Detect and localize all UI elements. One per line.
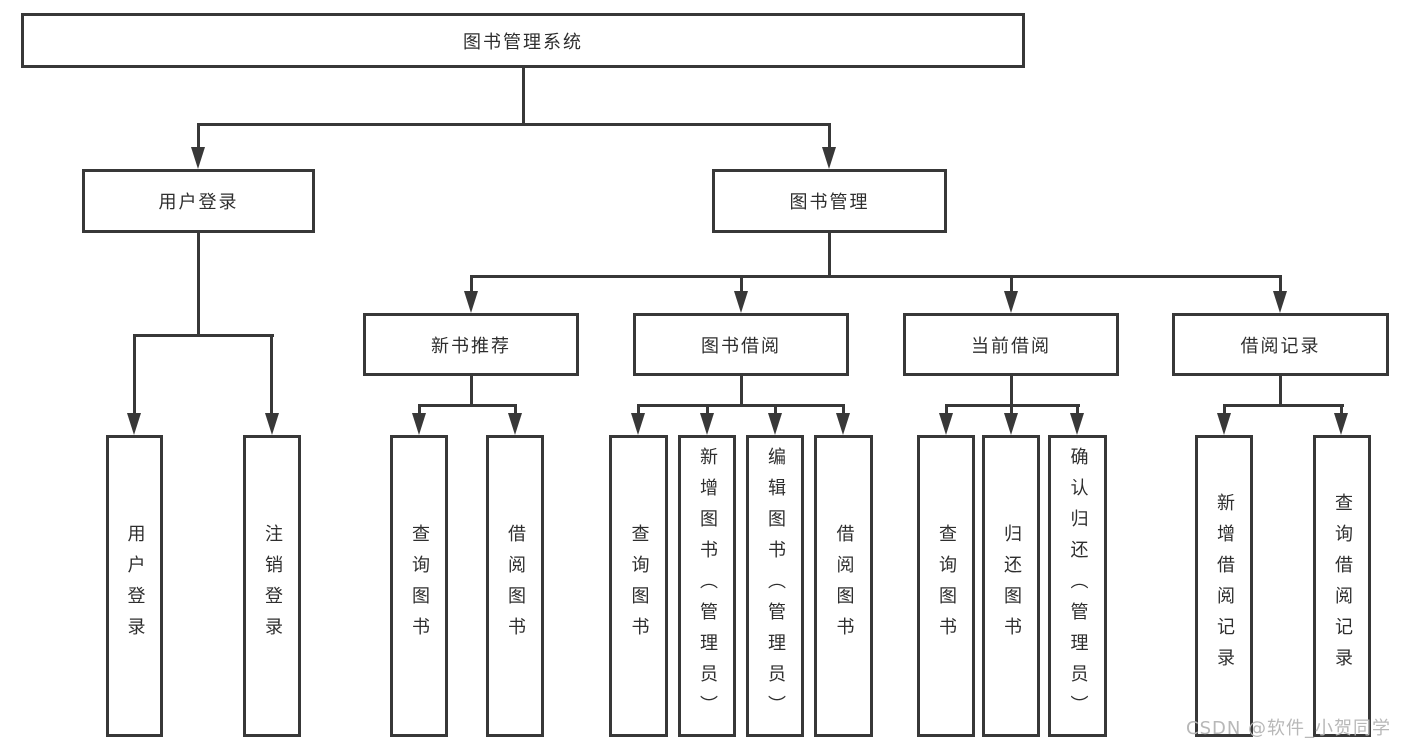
node-book-management-label: 图书管理 [789,192,870,213]
arrowhead-user-login [191,147,205,169]
connector-logout-leaf-drop [270,334,273,415]
connector-book-mgmt-drop [828,123,831,149]
leaf-user-login-label: 用户登录 [124,524,146,648]
connector-borrow-records-rail [1223,404,1344,407]
leaf-query-borrow-record-label: 查询借阅记录 [1332,493,1353,679]
arrowhead-new-rec-leaf2 [508,413,522,435]
leaf-user-login: 用户登录 [106,435,163,737]
leaf-query-borrow-record: 查询借阅记录 [1313,435,1371,737]
leaf-current-query-books: 查询图书 [917,435,975,737]
node-book-borrow-label: 图书借阅 [701,335,781,357]
arrowhead-current-borrow [1004,291,1018,313]
arrowhead-current-borrow-leaf1 [939,413,953,435]
arrowhead-book-borrow-leaf3 [768,413,782,435]
connector-borrow-records-stem [1279,376,1282,407]
leaf-edit-books-admin-label: 编辑图书（管理员） [765,446,786,726]
leaf-borrow-borrow-books: 借阅图书 [814,435,873,737]
connector-new-rec-rail [418,404,517,407]
leaf-confirm-return-admin: 确认归还（管理员） [1048,435,1107,737]
connector-book-borrow-leaf3-drop [774,404,777,415]
watermark: CSDN @软件_小贺同学 [1186,718,1392,739]
arrowhead-book-borrow [734,291,748,313]
leaf-edit-books-admin: 编辑图书（管理员） [746,435,804,737]
arrowhead-book-borrow-leaf1 [631,413,645,435]
connector-user-login-rail [133,334,274,337]
arrowhead-book-borrow-leaf4 [836,413,850,435]
connector-book-borrow-stem [740,376,743,407]
leaf-add-borrow-record: 新增借阅记录 [1195,435,1253,737]
leaf-logout-label: 注销登录 [262,524,283,648]
leaf-newrec-query-books-label: 查询图书 [409,524,430,648]
connector-book-mgmt-stem [828,233,831,278]
connector-root-stem [522,68,525,126]
node-new-book-recommend-label: 新书推荐 [431,335,511,357]
node-user-login-label: 用户登录 [158,192,239,213]
arrowhead-logout-leaf [265,413,279,435]
leaf-add-borrow-record-label: 新增借阅记录 [1214,493,1235,679]
leaf-return-books: 归还图书 [982,435,1040,737]
node-new-book-recommend: 新书推荐 [363,313,579,376]
node-library-system-label: 图书管理系统 [463,31,583,53]
node-borrow-records-label: 借阅记录 [1240,335,1321,357]
arrowhead-borrow-records [1273,291,1287,313]
connector-new-rec-leaf2-drop [514,404,517,415]
connector-current-borrow-drop [1010,275,1013,293]
node-current-borrow: 当前借阅 [903,313,1119,376]
arrowhead-book-mgmt [822,147,836,169]
leaf-borrow-borrow-books-label: 借阅图书 [833,524,855,648]
leaf-return-books-label: 归还图书 [1001,524,1022,648]
leaf-add-books-admin-label: 新增图书（管理员） [697,446,718,726]
connector-current-borrow-stem [1010,376,1013,407]
arrowhead-new-rec-leaf1 [412,413,426,435]
leaf-current-query-books-label: 查询图书 [936,524,957,648]
node-borrow-records: 借阅记录 [1172,313,1389,376]
leaf-borrow-query-books-label: 查询图书 [628,524,650,648]
arrowhead-borrow-records-leaf2 [1334,413,1348,435]
connector-user-login-drop [197,123,200,149]
connector-book-borrow-rail [637,404,845,407]
leaf-newrec-query-books: 查询图书 [390,435,448,737]
leaf-newrec-borrow-books: 借阅图书 [486,435,544,737]
node-book-borrow: 图书借阅 [633,313,849,376]
node-user-login: 用户登录 [82,169,315,233]
connector-login-leaf-drop [133,334,136,415]
arrowhead-new-rec [464,291,478,313]
leaf-confirm-return-admin-label: 确认归还（管理员） [1067,446,1089,726]
connector-new-rec-leaf1-drop [418,404,421,415]
connector-book-borrow-leaf1-drop [637,404,640,415]
connector-book-borrow-leaf2-drop [706,404,709,415]
node-book-management: 图书管理 [712,169,947,233]
node-library-system: 图书管理系统 [21,13,1025,68]
node-current-borrow-label: 当前借阅 [971,335,1051,357]
connector-book-borrow-drop [740,275,743,293]
connector-book-mgmt-rail [470,275,1282,278]
connector-borrow-records-drop [1279,275,1282,293]
arrowhead-book-borrow-leaf2 [700,413,714,435]
leaf-logout: 注销登录 [243,435,301,737]
arrowhead-current-borrow-leaf3 [1070,413,1084,435]
connector-current-borrow-leaf3-drop [1076,404,1079,415]
connector-borrow-records-leaf2-drop [1340,404,1343,415]
arrowhead-current-borrow-leaf2 [1004,413,1018,435]
leaf-add-books-admin: 新增图书（管理员） [678,435,736,737]
connector-user-login-stem [197,233,200,337]
connector-root-rail [197,123,831,126]
connector-current-borrow-leaf2-drop [1010,404,1013,415]
arrowhead-login-leaf [127,413,141,435]
leaf-newrec-borrow-books-label: 借阅图书 [505,524,526,648]
connector-book-borrow-leaf4-drop [842,404,845,415]
connector-new-rec-drop [470,275,473,293]
arrowhead-borrow-records-leaf1 [1217,413,1231,435]
connector-new-rec-stem [470,376,473,407]
connector-current-borrow-leaf1-drop [945,404,948,415]
leaf-borrow-query-books: 查询图书 [609,435,668,737]
connector-borrow-records-leaf1-drop [1223,404,1226,415]
